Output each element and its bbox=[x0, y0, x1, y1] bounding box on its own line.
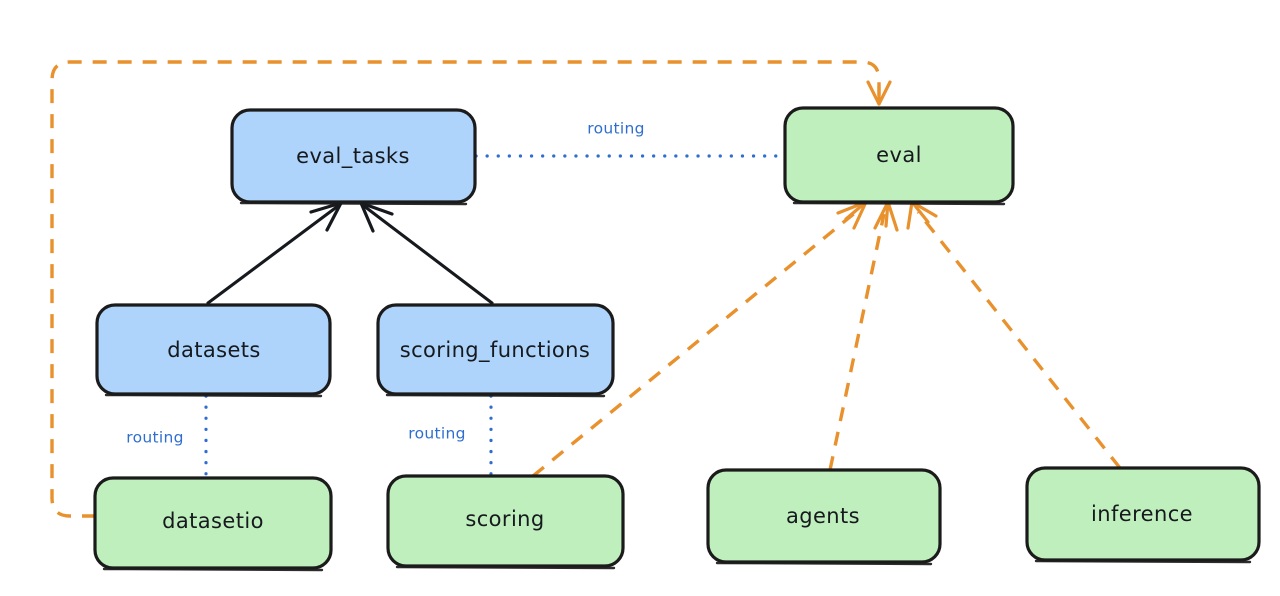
edge-label-routing-datasets-datasetio: routing bbox=[126, 429, 184, 447]
node-eval-tasks[interactable]: eval_tasks bbox=[230, 108, 477, 206]
node-scoring-functions[interactable]: scoring_functions bbox=[376, 303, 615, 398]
edge-scoring-functions-eval-tasks bbox=[359, 201, 494, 305]
node-scoring[interactable]: scoring bbox=[386, 474, 625, 570]
node-label-eval-tasks: eval_tasks bbox=[296, 144, 410, 169]
edge-inference-eval bbox=[906, 200, 1122, 470]
node-label-scoring-functions: scoring_functions bbox=[400, 338, 590, 363]
edge-datasets-eval-tasks bbox=[206, 201, 343, 305]
node-label-scoring: scoring bbox=[465, 507, 544, 531]
edge-datasetio-eval bbox=[50, 60, 892, 518]
node-label-agents: agents bbox=[786, 504, 860, 528]
edge-agents-eval bbox=[828, 200, 899, 471]
node-agents[interactable]: agents bbox=[706, 468, 942, 566]
node-label-eval: eval bbox=[876, 143, 922, 167]
node-label-datasets: datasets bbox=[167, 338, 261, 362]
node-label-inference: inference bbox=[1091, 502, 1193, 526]
node-datasets[interactable]: datasets bbox=[95, 303, 332, 398]
node-label-datasetio: datasetio bbox=[162, 509, 264, 533]
node-inference[interactable]: inference bbox=[1025, 466, 1261, 564]
edge-label-routing-eval-tasks-eval: routing bbox=[587, 120, 645, 138]
node-eval[interactable]: eval bbox=[783, 106, 1015, 206]
node-datasetio[interactable]: datasetio bbox=[93, 476, 333, 572]
edge-label-routing-scoring-functions-scoring: routing bbox=[408, 425, 466, 443]
